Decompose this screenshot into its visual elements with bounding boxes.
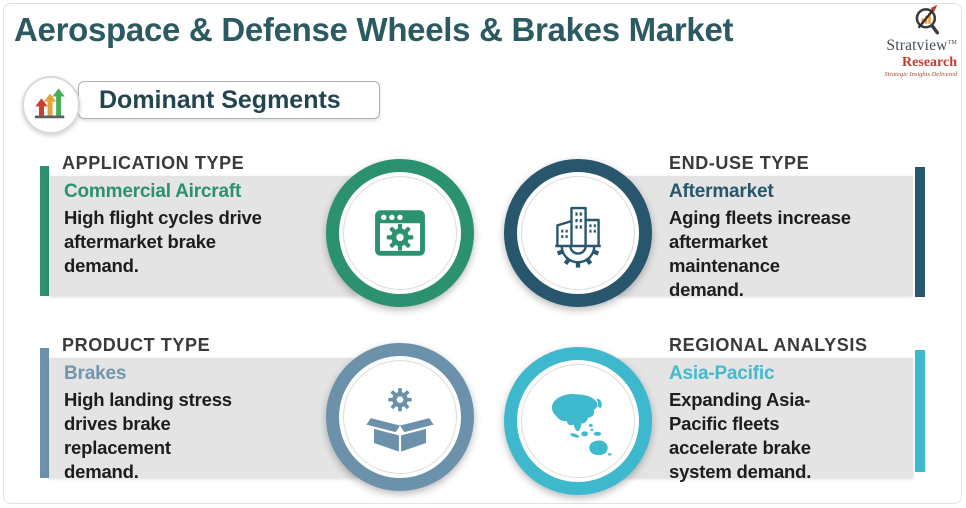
segment-heading: REGIONAL ANALYSIS — [669, 335, 868, 355]
accent-bar — [915, 167, 925, 297]
segment-subheading: Aftermarket — [669, 181, 774, 202]
asia-pacific-map-icon — [552, 394, 612, 456]
accent-bar — [915, 350, 925, 472]
segment-description: Aging fleets increase aftermarket mainte… — [669, 207, 851, 300]
segment-heading: PRODUCT TYPE — [62, 335, 211, 355]
segment-panel — [49, 176, 357, 296]
buildings-gear-icon — [555, 206, 601, 268]
segment-heading: APPLICATION TYPE — [62, 153, 245, 173]
logo-brand2: Research — [902, 54, 957, 70]
logo-brand: Stratview — [886, 37, 948, 54]
logo-tagline: Strategic Insights Delivered — [884, 70, 957, 78]
segment-icon-circle — [326, 343, 474, 491]
segment-heading: END-USE TYPE — [669, 153, 810, 173]
section-badge-label: Dominant Segments — [99, 85, 341, 114]
segment-panel — [618, 358, 913, 478]
segment-description: Expanding Asia- Pacific fleets accelerat… — [669, 389, 812, 482]
section-badge: Dominant Segments — [78, 81, 380, 119]
stratview-logo: StratviewTM Research Strategic Insights … — [872, 2, 962, 78]
magnifier-dart-icon — [915, 4, 940, 35]
browser-gear-icon — [375, 210, 425, 256]
badge-icon-circle — [22, 76, 80, 134]
logo-brand-text: StratviewTM — [886, 37, 957, 55]
segment-panel — [49, 358, 357, 478]
segment-subheading: Commercial Aircraft — [64, 181, 242, 202]
accent-bar — [40, 348, 49, 478]
segment-icon-circle — [504, 159, 652, 307]
segment-subheading: Brakes — [64, 363, 127, 384]
rising-arrows-icon — [34, 88, 65, 119]
segment-description: High landing stress drives brake replace… — [64, 389, 232, 482]
segment-subheading: Asia-Pacific — [669, 363, 775, 384]
segment-description: High flight cycles drive aftermarket bra… — [64, 207, 262, 276]
page-title: Aerospace & Defense Wheels & Brakes Mark… — [14, 11, 734, 48]
accent-bar — [40, 166, 49, 296]
segment-icon-circle — [326, 159, 474, 307]
segment-icon-circle — [504, 347, 652, 495]
open-box-gear-icon — [366, 387, 434, 452]
logo-trademark: TM — [947, 39, 957, 46]
segment-panel — [618, 176, 913, 296]
